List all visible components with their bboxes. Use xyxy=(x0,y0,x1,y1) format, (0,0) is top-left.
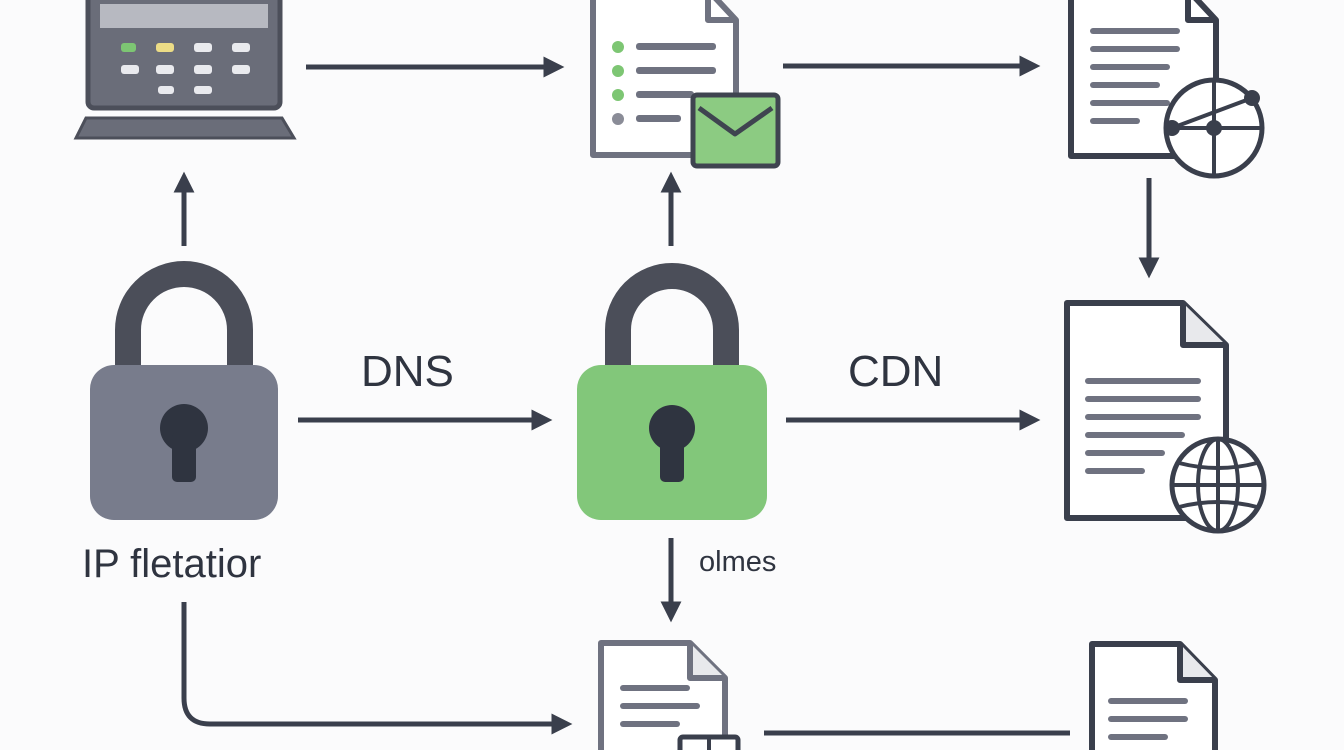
olmes-label: olmes xyxy=(699,546,777,578)
email-icon xyxy=(690,92,781,169)
document-globe-icon xyxy=(1064,300,1267,534)
dns-label: DNS xyxy=(361,347,454,396)
padlock-icon-green xyxy=(577,263,767,520)
document-icon-bottom-center xyxy=(598,640,741,750)
document-network-icon xyxy=(1068,0,1265,179)
ip-label: IP fletatior xyxy=(82,542,262,586)
arrow-ip-to-bottom-doc xyxy=(181,602,573,735)
document-icon-bottom-right xyxy=(1089,641,1218,750)
cdn-label: CDN xyxy=(848,347,944,396)
network-icon xyxy=(1163,77,1265,179)
document-email-icon xyxy=(590,0,781,169)
globe-icon xyxy=(1169,436,1267,534)
padlock-icon-gray xyxy=(90,261,278,520)
laptop-icon xyxy=(73,0,297,140)
